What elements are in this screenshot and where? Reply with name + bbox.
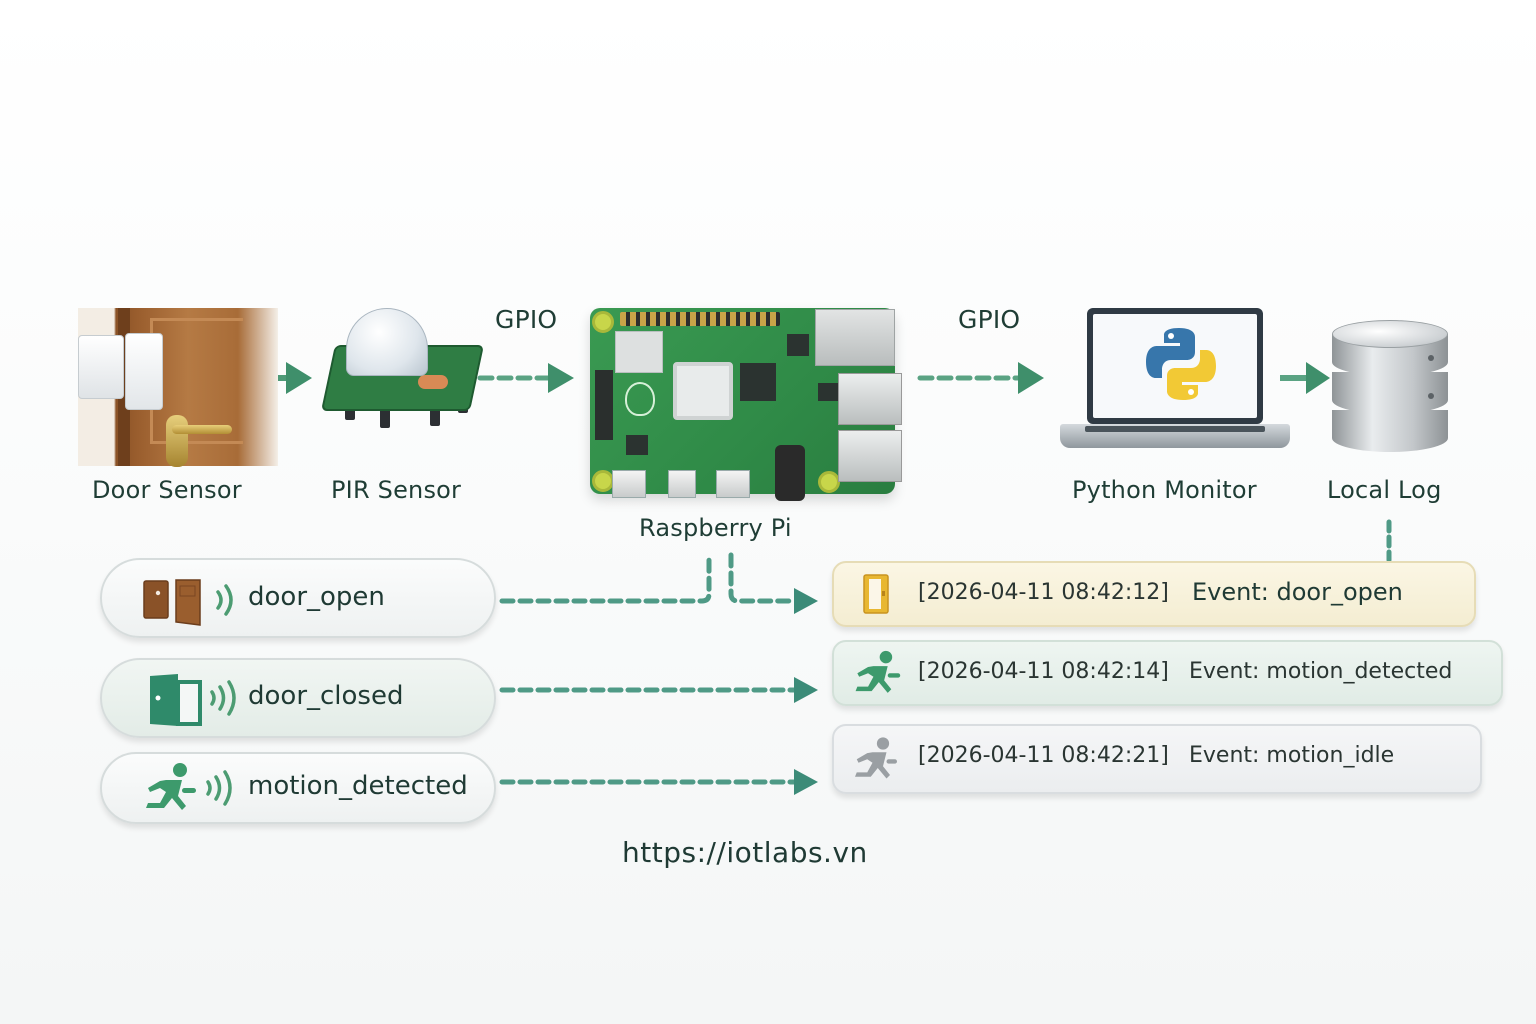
pir-pin (430, 398, 440, 426)
raspberry-logo-icon (625, 382, 655, 416)
arrow-motion-to-log (499, 769, 818, 795)
chip (818, 383, 838, 401)
arrow-pir-to-pi (477, 363, 574, 393)
gpio-label-right: GPIO (958, 305, 1021, 334)
arrow-pi-to-monitor (917, 362, 1044, 394)
pir-sensor-label: PIR Sensor (331, 476, 462, 504)
log-entry-motion-idle: [2026-04-11 08:42:21] Event: motion_idle (832, 724, 1482, 794)
pir-pin (380, 400, 390, 428)
laptop-screen (1087, 308, 1263, 424)
ram-chip (740, 363, 776, 401)
usb-port (838, 430, 902, 482)
log-entry-motion-detected: [2026-04-11 08:42:14] Event: motion_dete… (832, 640, 1503, 706)
log-timestamp: [2026-04-11 08:42:12] (918, 580, 1169, 605)
database-indicator (1428, 393, 1434, 399)
ethernet-port (815, 309, 895, 366)
pir-potentiometer (418, 375, 448, 389)
arrow-monitor-to-log (1280, 362, 1330, 394)
event-name: door_open (248, 582, 385, 612)
display-connector (595, 370, 613, 440)
event-pill-door-closed: door_closed (100, 658, 496, 738)
chip (787, 334, 809, 356)
mount-hole (818, 471, 840, 493)
closed-door-icon (150, 674, 202, 726)
open-door-icon (143, 579, 201, 626)
door-sensor-magnet (78, 335, 124, 399)
mount-hole (592, 311, 614, 333)
mount-hole (592, 470, 614, 492)
wifi-shield (615, 331, 663, 373)
signal-waves-icon (206, 770, 232, 806)
python-logo-icon (1146, 328, 1216, 400)
gpio-label-left: GPIO (495, 305, 558, 334)
database-layer (1332, 410, 1448, 452)
signal-waves-icon (216, 584, 233, 616)
database-top (1332, 320, 1448, 348)
raspberry-pi-label: Raspberry Pi (639, 514, 792, 542)
arrow-door-open-to-log (499, 552, 818, 614)
chip (626, 435, 648, 455)
signal-waves-icon (210, 680, 236, 716)
log-event: Event: door_open (1192, 578, 1403, 606)
running-person-icon (855, 650, 901, 693)
soc-chip (673, 362, 733, 420)
log-timestamp: [2026-04-11 08:42:21] (918, 743, 1169, 768)
pir-sensor-dome (346, 308, 428, 376)
door-sensor-label: Door Sensor (92, 476, 242, 504)
door-icon (863, 574, 889, 614)
idle-person-icon (855, 737, 897, 779)
usb-port (838, 373, 902, 425)
arrow-door-closed-to-log (499, 677, 818, 703)
door-sensor-body (125, 333, 163, 410)
website-link[interactable]: https://iotlabs.vn (622, 836, 868, 869)
gpio-header (620, 312, 780, 326)
micro-hdmi-port (668, 470, 696, 498)
micro-hdmi-port (716, 470, 750, 498)
log-event: Event: motion_detected (1189, 659, 1453, 684)
event-name: door_closed (248, 681, 404, 711)
laptop-keyboard (1085, 426, 1265, 432)
python-monitor-label: Python Monitor (1072, 476, 1257, 504)
log-event: Event: motion_idle (1189, 743, 1395, 768)
running-person-icon (146, 763, 196, 810)
laptop-display (1093, 314, 1257, 418)
event-name: motion_detected (248, 771, 468, 801)
event-pill-motion-detected: motion_detected (100, 752, 496, 824)
event-pill-door-open: door_open (100, 558, 496, 638)
audio-jack (775, 445, 805, 501)
log-entry-door-open: [2026-04-11 08:42:12] Event: door_open (832, 561, 1476, 627)
local-log-label: Local Log (1327, 476, 1442, 504)
database-indicator (1428, 355, 1434, 361)
log-timestamp: [2026-04-11 08:42:14] (918, 659, 1169, 684)
door-handle (172, 425, 232, 434)
usb-c-port (612, 470, 646, 498)
door-handle-plate (166, 415, 188, 467)
